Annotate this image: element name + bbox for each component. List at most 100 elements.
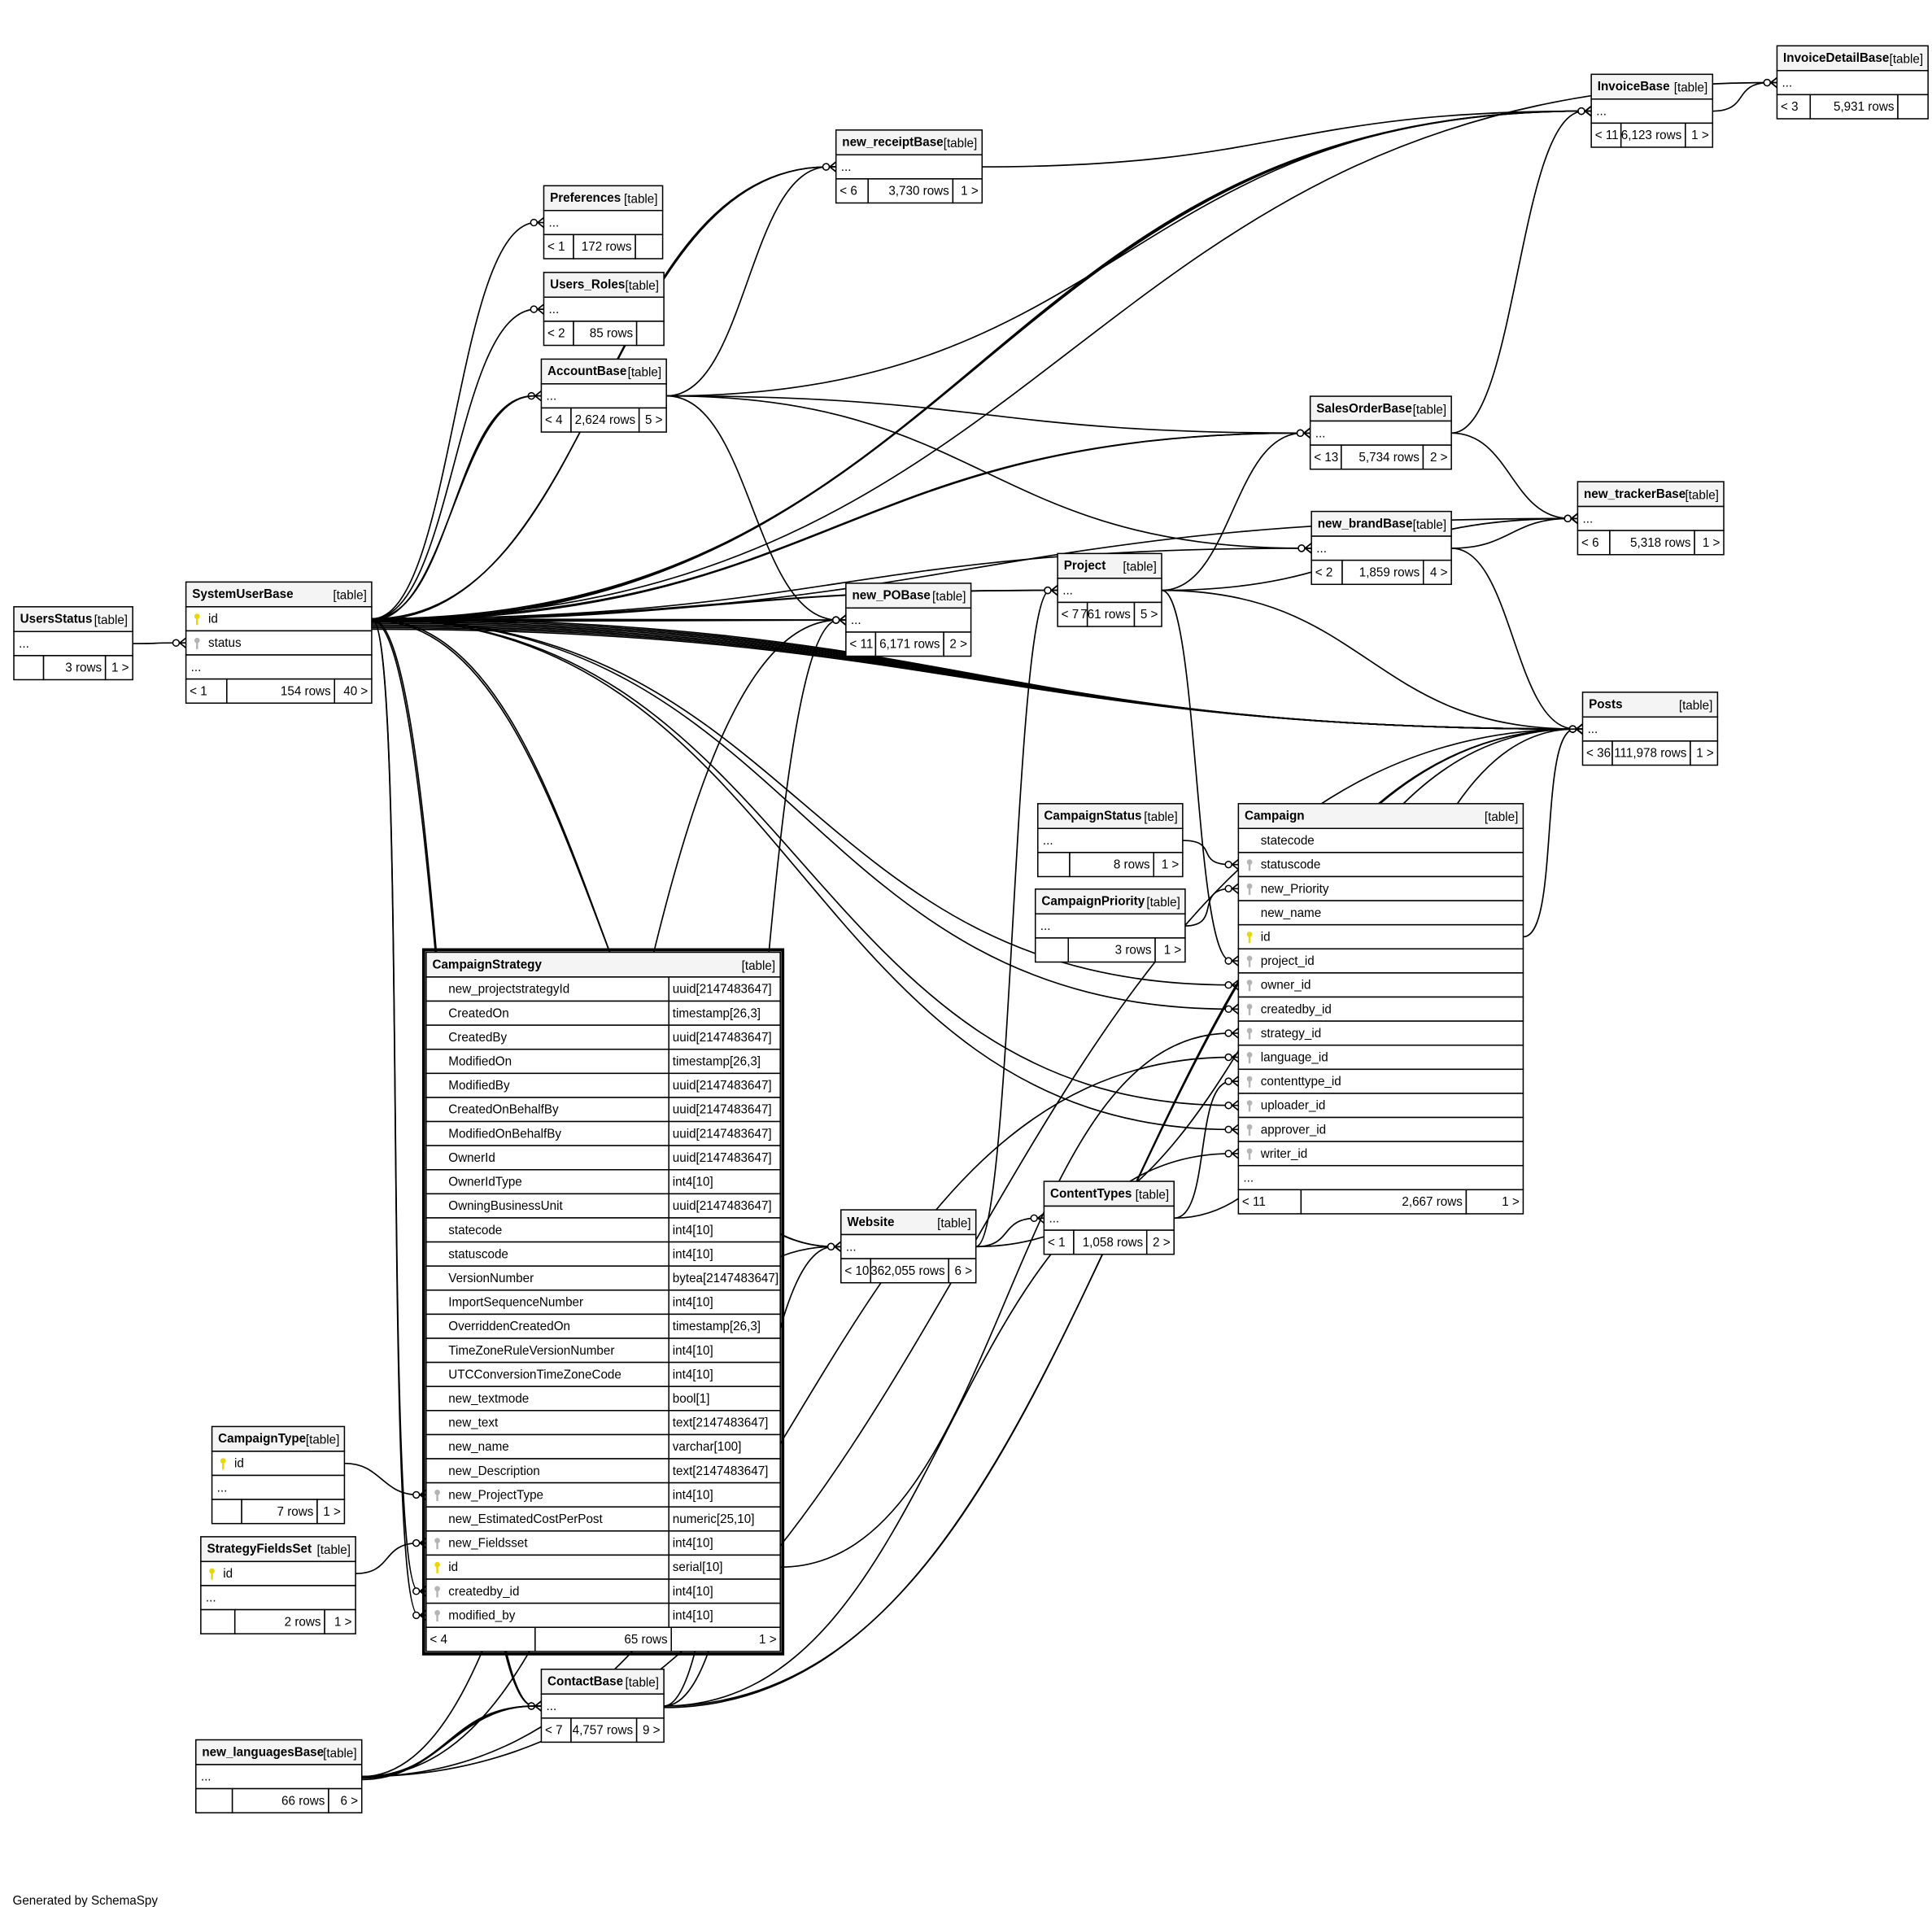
column-row[interactable]: ... xyxy=(185,654,373,680)
column-row[interactable]: ... xyxy=(13,631,133,657)
table-name[interactable]: Users_Roles xyxy=(550,278,625,292)
table-name[interactable]: CampaignPriority xyxy=(1041,895,1145,909)
table-header[interactable] xyxy=(1590,73,1714,100)
table-name[interactable]: Campaign xyxy=(1245,809,1305,823)
children-count[interactable]: 1 > xyxy=(1703,536,1720,550)
table-header[interactable] xyxy=(1037,803,1184,830)
column-row[interactable]: ... xyxy=(200,1585,356,1611)
column-row[interactable]: ... xyxy=(845,607,972,633)
table-campaign[interactable]: Campaign[table]statecodestatuscodenew_Pr… xyxy=(1237,803,1524,1215)
parents-count[interactable]: < 10 xyxy=(844,1264,869,1278)
children-count[interactable]: 2 > xyxy=(1153,1236,1171,1250)
parents-count[interactable]: < 6 xyxy=(840,185,857,199)
column-row[interactable]: ... xyxy=(211,1474,346,1500)
parents-count[interactable]: < 4 xyxy=(545,413,563,427)
table-header[interactable] xyxy=(195,1739,363,1765)
table-name[interactable]: Project xyxy=(1064,559,1106,573)
column-row[interactable]: ... xyxy=(1057,578,1162,604)
column-row[interactable]: ... xyxy=(840,1233,977,1259)
table-name[interactable]: CampaignStrategy xyxy=(432,958,542,971)
table-header[interactable] xyxy=(543,272,665,299)
column-row[interactable]: project_id xyxy=(1237,948,1524,974)
table-name[interactable]: InvoiceBase xyxy=(1598,80,1670,94)
table-name[interactable]: CampaignStatus xyxy=(1044,809,1141,823)
table-header[interactable] xyxy=(1043,1180,1175,1207)
parents-count[interactable]: < 11 xyxy=(849,638,873,652)
column-row[interactable]: statecode xyxy=(1237,827,1524,853)
column-row[interactable]: id xyxy=(200,1560,356,1586)
children-count[interactable]: 5 > xyxy=(645,413,663,427)
table-campaignstrategy[interactable]: CampaignStrategy[table]new_projectstrate… xyxy=(421,948,785,1656)
column-row[interactable]: ... xyxy=(1776,69,1929,96)
children-count[interactable]: 9 > xyxy=(643,1724,661,1738)
table-name[interactable]: ContentTypes xyxy=(1050,1187,1132,1201)
column-row[interactable]: ... xyxy=(1590,98,1714,124)
children-count[interactable]: 40 > xyxy=(343,684,368,698)
column-row[interactable]: statuscode xyxy=(1237,852,1524,878)
table-header[interactable] xyxy=(185,581,373,608)
column-row[interactable]: owner_id xyxy=(1237,972,1524,998)
column-row[interactable]: new_Priority xyxy=(1237,875,1524,901)
table-header[interactable] xyxy=(200,1536,356,1563)
column-row[interactable]: ... xyxy=(195,1764,363,1790)
table-header[interactable] xyxy=(540,358,667,385)
column-row[interactable]: id xyxy=(1237,923,1524,950)
column-row[interactable]: ... xyxy=(1581,716,1719,742)
table-name[interactable]: CampaignType xyxy=(218,1432,306,1446)
table-header[interactable] xyxy=(211,1425,346,1452)
parents-count[interactable]: < 4 xyxy=(430,1633,447,1647)
children-count[interactable]: 1 > xyxy=(1162,858,1180,872)
table-name[interactable]: AccountBase xyxy=(547,364,626,378)
parents-count[interactable]: < 1 xyxy=(547,240,565,254)
table-header[interactable] xyxy=(845,583,972,609)
column-row[interactable]: approver_id xyxy=(1237,1116,1524,1142)
parents-count[interactable]: < 7 xyxy=(545,1724,563,1738)
table-name[interactable]: SalesOrderBase xyxy=(1316,402,1412,416)
parents-count[interactable]: < 2 xyxy=(1315,565,1333,579)
children-count[interactable]: 5 > xyxy=(1140,608,1158,622)
table-name[interactable]: ContactBase xyxy=(547,1675,623,1689)
parents-count[interactable]: < 11 xyxy=(1595,129,1619,142)
column-row[interactable]: uploader_id xyxy=(1237,1093,1524,1119)
parents-count[interactable]: < 13 xyxy=(1314,451,1338,465)
table-name[interactable]: Preferences xyxy=(550,191,621,205)
table-name[interactable]: new_brandBase xyxy=(1318,517,1413,530)
column-row[interactable]: createdby_id xyxy=(1237,996,1524,1022)
children-count[interactable]: 1 > xyxy=(111,661,129,675)
column-row[interactable]: writer_id xyxy=(1237,1141,1524,1167)
children-count[interactable]: 6 > xyxy=(341,1794,359,1808)
table-name[interactable]: StrategyFieldsSet xyxy=(207,1543,312,1556)
column-row[interactable]: ... xyxy=(1311,535,1452,561)
children-count[interactable]: 1 > xyxy=(1502,1195,1520,1209)
